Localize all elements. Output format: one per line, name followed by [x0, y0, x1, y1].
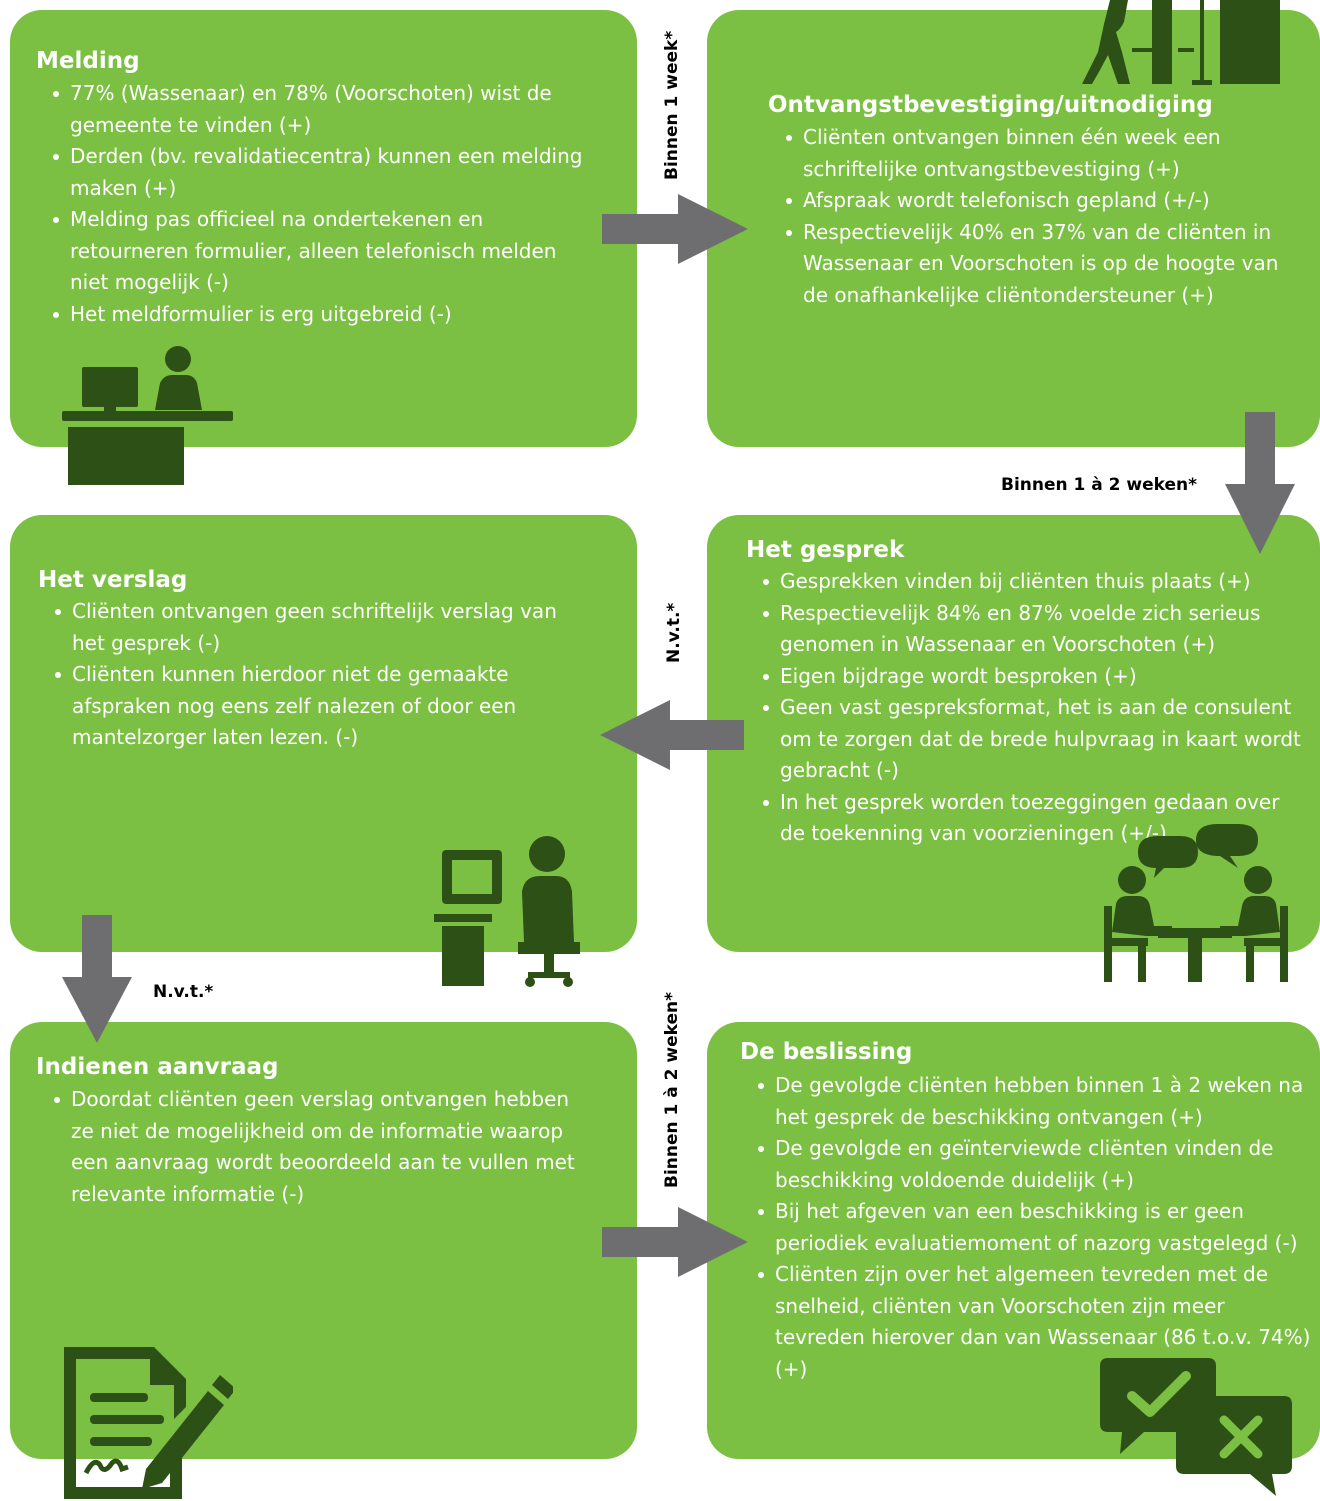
bullet-item: Doordat cliënten geen verslag ontvangen …	[53, 1084, 593, 1210]
arrow-down-icon	[1225, 412, 1295, 554]
bullet-item: Geen vast gespreksformat, het is aan de …	[762, 692, 1307, 787]
bullet-list-gesprek: Gesprekken vinden bij cliënten thuis pla…	[762, 566, 1307, 850]
bullet-item: Cliënten ontvangen binnen één week een s…	[785, 122, 1300, 185]
bullet-item: Respectievelijk 40% en 37% van de cliënt…	[785, 217, 1300, 312]
step-card-beslissing	[707, 1022, 1320, 1459]
bullet-item: Cliënten zijn over het algemeen tevreden…	[757, 1259, 1312, 1385]
bullet-item: Gesprekken vinden bij cliënten thuis pla…	[762, 566, 1307, 598]
bullet-list-aanvraag: Doordat cliënten geen verslag ontvangen …	[53, 1084, 593, 1210]
bullet-item: Melding pas officieel na ondertekenen en…	[52, 204, 597, 299]
step-title-melding: Melding	[36, 48, 140, 74]
step-card-aanvraag	[10, 1022, 637, 1459]
approve-reject-speech-bubbles-icon	[1100, 1358, 1292, 1496]
two-people-talking-at-table-icon	[1104, 824, 1288, 982]
arrow-down-icon	[62, 915, 132, 1043]
step-title-ontvangst: Ontvangstbevestiging/uitnodiging	[768, 92, 1213, 118]
step-title-beslissing: De beslissing	[740, 1039, 913, 1065]
arrow-right-icon	[602, 194, 748, 264]
step-title-verslag: Het verslag	[38, 567, 188, 593]
step-title-gesprek: Het gesprek	[746, 537, 905, 563]
bullet-item: In het gesprek worden toezeggingen gedaa…	[762, 787, 1307, 850]
bullet-item: Cliënten ontvangen geen schriftelijk ver…	[54, 596, 584, 659]
bullet-list-beslissing: De gevolgde cliënten hebben binnen 1 à 2…	[757, 1070, 1312, 1385]
transition-label-aanvraag-beslissing: Binnen 1 à 2 weken*	[662, 991, 682, 1188]
step-card-gesprek	[707, 515, 1320, 952]
bullet-item: Het meldformulier is erg uitgebreid (-)	[52, 299, 597, 331]
transition-label-melding-ontvangst: Binnen 1 week*	[662, 30, 682, 180]
person-at-computer-workstation-icon	[434, 836, 580, 987]
bullet-item: De gevolgde cliënten hebben binnen 1 à 2…	[757, 1070, 1312, 1133]
transition-label-ontvangst-gesprek: Binnen 1 à 2 weken*	[1001, 475, 1198, 495]
bullet-item: De gevolgde en geïnterviewde cliënten vi…	[757, 1133, 1312, 1196]
bullet-item: Derden (bv. revalidatiecentra) kunnen ee…	[52, 141, 597, 204]
person-entering-door-icon	[1082, 0, 1280, 85]
bullet-list-ontvangst: Cliënten ontvangen binnen één week een s…	[785, 122, 1300, 311]
arrow-left-icon	[600, 700, 744, 770]
bullet-list-verslag: Cliënten ontvangen geen schriftelijk ver…	[54, 596, 584, 754]
bullet-item: Eigen bijdrage wordt besproken (+)	[762, 661, 1307, 693]
transition-label-gesprek-verslag: N.v.t.*	[664, 602, 684, 663]
bullet-item: Respectievelijk 84% en 87% voelde zich s…	[762, 598, 1307, 661]
transition-label-verslag-aanvraag: N.v.t.*	[153, 982, 214, 1002]
bullet-item: Afspraak wordt telefonisch gepland (+/-)	[785, 185, 1300, 217]
step-card-ontvangst	[707, 10, 1320, 447]
bullet-item: Bij het afgeven van een beschikking is e…	[757, 1196, 1312, 1259]
person-at-desk-computer-icon	[62, 346, 233, 485]
arrow-right-icon	[602, 1207, 748, 1277]
bullet-item: 77% (Wassenaar) en 78% (Voorschoten) wis…	[52, 78, 597, 141]
step-title-aanvraag: Indienen aanvraag	[36, 1054, 279, 1080]
bullet-list-melding: 77% (Wassenaar) en 78% (Voorschoten) wis…	[52, 78, 597, 330]
bullet-item: Cliënten kunnen hierdoor niet de gemaakt…	[54, 659, 584, 754]
document-with-pen-icon	[64, 1347, 233, 1499]
